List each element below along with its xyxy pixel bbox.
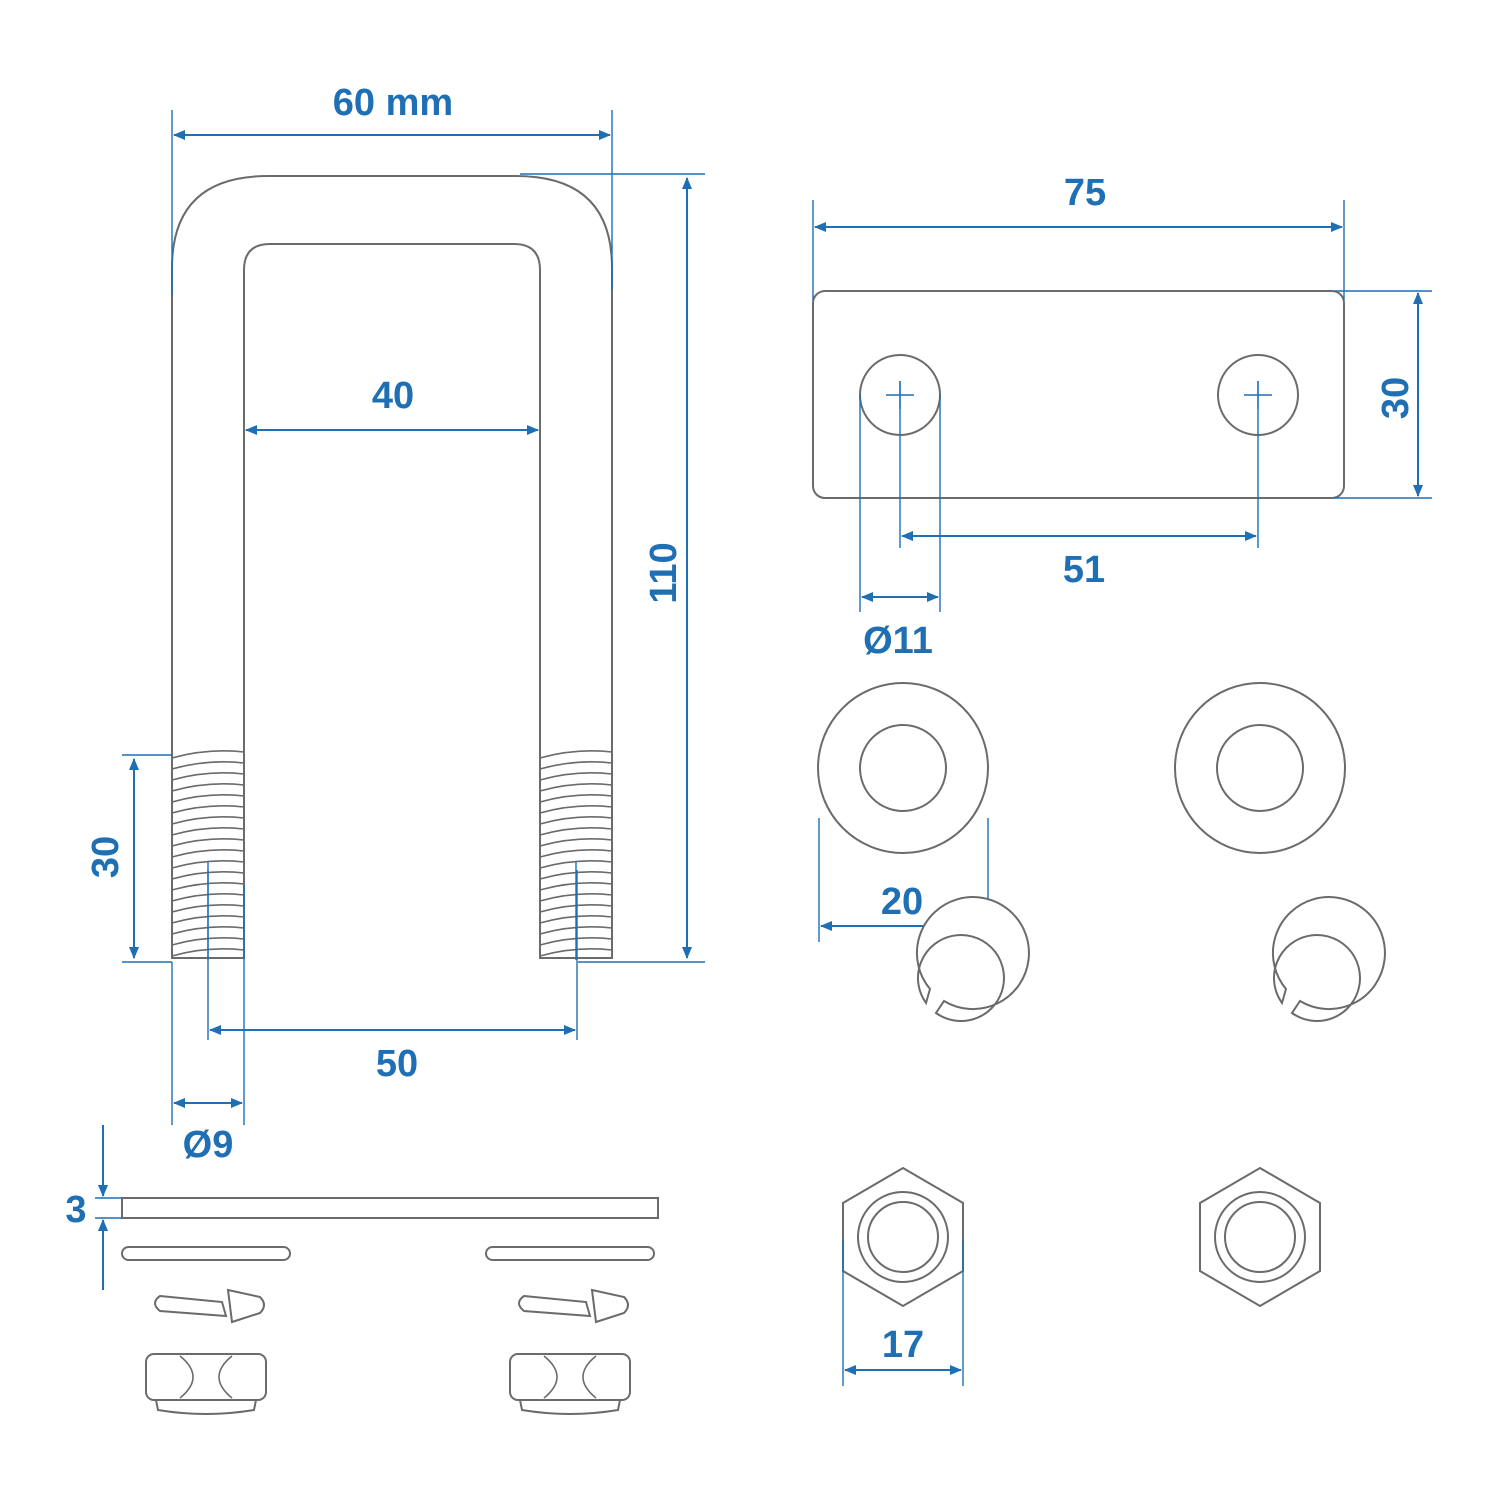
thread-groove bbox=[539, 849, 613, 858]
thread-groove bbox=[539, 783, 613, 792]
plate-width-label: 30 bbox=[1375, 377, 1417, 419]
hole-spacing-dimension: 51 bbox=[899, 381, 1259, 591]
shim-thickness-dimension: 3 bbox=[65, 1125, 122, 1290]
ubolt-inner-width-label: 40 bbox=[372, 375, 414, 417]
thread-groove bbox=[171, 827, 245, 836]
thread-groove bbox=[539, 827, 613, 836]
u-bolt bbox=[171, 175, 613, 960]
ubolt-height-dimension: 110 bbox=[520, 173, 705, 963]
thread-groove bbox=[171, 805, 245, 814]
thread-groove bbox=[171, 750, 245, 759]
thread-groove bbox=[171, 849, 245, 858]
spring-washer-side-left bbox=[154, 1288, 265, 1324]
rod-diameter-label: Ø9 bbox=[183, 1124, 234, 1166]
plate-width-dimension: 30 bbox=[1334, 290, 1432, 499]
spring-washer-left bbox=[915, 896, 1030, 1023]
thread-groove bbox=[171, 860, 245, 869]
ubolt-inner-width-dimension: 40 bbox=[245, 375, 539, 435]
ubolt-width-dimension: 60 mm bbox=[171, 82, 613, 295]
ubolt-height-label: 110 bbox=[643, 542, 685, 603]
thread-groove bbox=[539, 750, 613, 759]
thread-groove bbox=[171, 816, 245, 825]
hole-spacing-label: 51 bbox=[1063, 549, 1105, 591]
thread-groove bbox=[171, 761, 245, 770]
nut-size-dimension: 17 bbox=[842, 1240, 964, 1386]
lock-nut-side-left bbox=[145, 1353, 267, 1415]
hex-nut-left bbox=[842, 1166, 964, 1308]
thread-length-dimension: 30 bbox=[85, 754, 172, 963]
thread-groove bbox=[171, 783, 245, 792]
rod-diameter-dimension: Ø9 bbox=[171, 885, 245, 1166]
hex-nut-right bbox=[1199, 1166, 1321, 1308]
clamp-plate bbox=[812, 290, 1345, 499]
thread-groove bbox=[539, 772, 613, 781]
hole-diameter-label: Ø11 bbox=[863, 620, 933, 662]
shim-thickness-label: 3 bbox=[65, 1189, 86, 1231]
thread-groove bbox=[539, 816, 613, 825]
nut-size-label: 17 bbox=[882, 1324, 924, 1366]
flat-washer-right bbox=[1174, 682, 1346, 854]
thread-groove bbox=[539, 860, 613, 869]
thread-groove bbox=[539, 794, 613, 803]
right-thread bbox=[539, 750, 613, 960]
flat-washer-left bbox=[817, 682, 989, 854]
ubolt-width-label: 60 mm bbox=[333, 82, 453, 124]
spring-washer-right bbox=[1271, 896, 1386, 1023]
washer-diameter-label: 20 bbox=[881, 881, 923, 923]
flat-washer-strips bbox=[121, 1246, 655, 1261]
thread-groove bbox=[171, 772, 245, 781]
thread-groove bbox=[539, 838, 613, 847]
thread-groove bbox=[539, 805, 613, 814]
shim-plate bbox=[121, 1197, 659, 1219]
plate-length-dimension: 75 bbox=[812, 172, 1345, 300]
thread-groove bbox=[171, 794, 245, 803]
leg-spacing-dimension: 50 bbox=[207, 870, 578, 1085]
plate-length-label: 75 bbox=[1064, 172, 1106, 214]
leg-spacing-label: 50 bbox=[376, 1043, 418, 1085]
spring-washer-side-right bbox=[518, 1288, 629, 1324]
hole-diameter-dimension: Ø11 bbox=[859, 395, 941, 662]
thread-groove bbox=[539, 761, 613, 770]
lock-nut-side-right bbox=[509, 1353, 631, 1415]
thread-length-label: 30 bbox=[85, 836, 127, 878]
thread-groove bbox=[171, 838, 245, 847]
